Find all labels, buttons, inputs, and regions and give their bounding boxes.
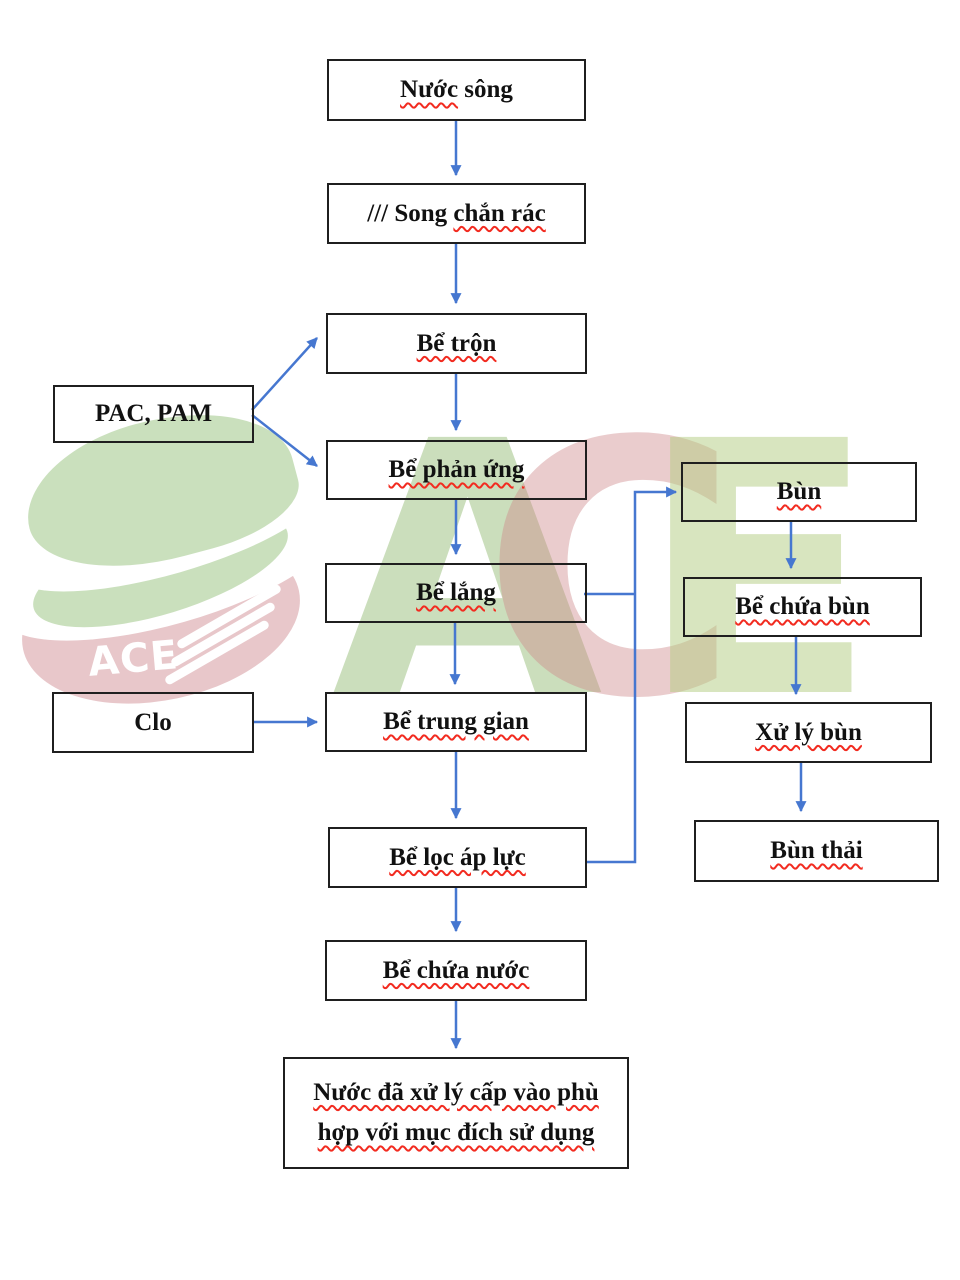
node-nuoc-da-xu-ly: Nước đã xử lý cấp vào phù hợp với mục đí… [283, 1057, 629, 1169]
node-be-lang: Bể lắng [325, 563, 587, 623]
node-pac-pam: PAC, PAM [53, 385, 254, 443]
node-label: Clo [134, 708, 172, 736]
node-label: Nước sông [400, 76, 513, 103]
node-label: Bể trộn [416, 329, 497, 357]
node-label: PAC, PAM [94, 400, 213, 427]
node-label: Bể chứa bùn [735, 593, 870, 620]
node-label: Bể trung gian [383, 708, 529, 735]
node-label-line-1: Nước đã xử lý cấp vào phù [313, 1078, 599, 1106]
watermark-letter-e: E [638, 367, 878, 775]
watermark-letter-a: A [332, 367, 603, 775]
node-be-trung-gian: Bể trung gian [325, 692, 587, 752]
node-nuoc-song: Nước sông [327, 59, 586, 121]
node-label: Bùn thải [770, 837, 863, 864]
node-clo: Clo [52, 692, 254, 753]
ace-logo-watermark: ACE [0, 387, 353, 728]
node-label: Bể lọc áp lực [389, 843, 526, 871]
node-label-line-2: hợp với mục đích sử dụng [317, 1119, 595, 1146]
node-be-phan-ung: Bể phản ứng [326, 440, 587, 500]
node-song-chan-rac: /// Song chắn rác [327, 183, 586, 244]
node-be-tron: Bể trộn [326, 313, 587, 374]
node-label: Bể lắng [416, 579, 496, 606]
node-be-chua-nuoc: Bể chứa nước [325, 940, 587, 1001]
node-xu-ly-bun: Xử lý bùn [685, 702, 932, 763]
ace-logo-text: ACE [86, 632, 181, 686]
node-bun-thai: Bùn thải [694, 820, 939, 882]
node-label: /// Song chắn rác [367, 199, 546, 227]
node-label: Xử lý bùn [755, 718, 862, 746]
node-be-loc-ap-luc: Bể lọc áp lực [328, 827, 587, 888]
node-label: Bể phản ứng [388, 456, 525, 483]
node-bun: Bùn [681, 462, 917, 522]
node-label: Bùn [776, 478, 822, 505]
node-be-chua-bun: Bể chứa bùn [683, 577, 922, 637]
node-label: Bể chứa nước [382, 956, 530, 984]
